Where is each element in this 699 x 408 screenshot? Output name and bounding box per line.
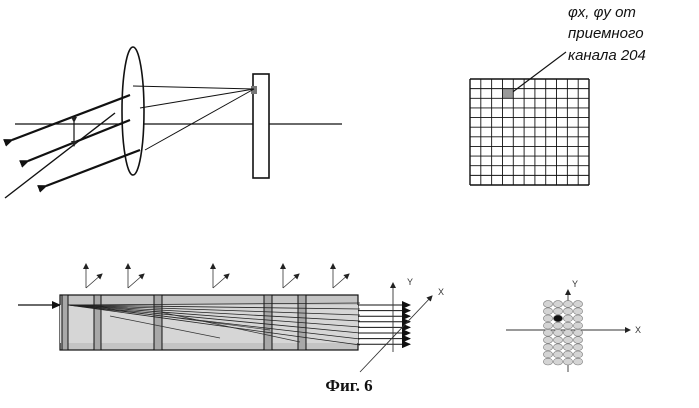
- figure-caption: Фиг. 6: [325, 376, 372, 395]
- block-divider: [94, 295, 101, 350]
- matrix-spot: [573, 308, 582, 315]
- incoming-ray-arrow: [12, 95, 130, 140]
- matrix-spot: [543, 351, 552, 358]
- matrix-axis-y-label: Y: [572, 279, 578, 289]
- matrix-spot: [553, 337, 562, 344]
- matrix-spot: [543, 301, 552, 308]
- matrix-spot: [553, 358, 562, 365]
- matrix-spot: [553, 322, 562, 329]
- matrix-spot: [553, 329, 562, 336]
- matrix-spot: [573, 344, 582, 351]
- matrix-spot: [543, 315, 552, 322]
- axis-x-label: X: [438, 287, 444, 297]
- matrix-spot: [573, 322, 582, 329]
- matrix-spot: [573, 315, 582, 322]
- block-divider: [154, 295, 162, 350]
- matrix-spot: [573, 301, 582, 308]
- matrix-spot: [553, 351, 562, 358]
- matrix-spot: [553, 301, 562, 308]
- mini-axis-diag-arrow: [213, 274, 229, 288]
- matrix-spot: [563, 358, 572, 365]
- mini-axis-diag-arrow: [333, 274, 349, 288]
- mini-axis-diag-arrow: [86, 274, 102, 288]
- spot-matrix: [543, 301, 582, 365]
- matrix-spot-active: [553, 315, 562, 322]
- matrix-spot: [573, 358, 582, 365]
- label-leader-line: [510, 52, 566, 94]
- matrix-spot: [563, 301, 572, 308]
- matrix-spot: [543, 329, 552, 336]
- receiver-grid-group: φx, φy от приемного канала 204: [470, 4, 646, 185]
- matrix-spot: [563, 315, 572, 322]
- ray-converge: [133, 86, 254, 89]
- grid-highlight-cell: [502, 89, 513, 99]
- matrix-spot: [553, 308, 562, 315]
- matrix-spot: [573, 329, 582, 336]
- matrix-spot: [543, 358, 552, 365]
- matrix-spot: [573, 337, 582, 344]
- matrix-spot: [563, 344, 572, 351]
- matrix-spot: [573, 351, 582, 358]
- matrix-spot: [563, 322, 572, 329]
- matrix-spot: [553, 344, 562, 351]
- receiver-grid: [470, 79, 589, 185]
- matrix-spot: [543, 308, 552, 315]
- lens-optical-scheme: [5, 47, 342, 198]
- angle-label-line2: приемного: [568, 25, 644, 42]
- axis-y-label: Y: [407, 277, 413, 287]
- output-arrows: [358, 305, 410, 344]
- mini-axis-diag-arrow: [128, 274, 144, 288]
- mini-axis-diag-arrow: [283, 274, 299, 288]
- incoming-ray: [5, 113, 115, 198]
- matrix-spot: [543, 337, 552, 344]
- channel-block-scheme: Y X: [18, 264, 444, 372]
- spot-matrix-scheme: Y X: [506, 279, 641, 372]
- matrix-spot: [563, 308, 572, 315]
- matrix-spot: [543, 322, 552, 329]
- matrix-spot: [563, 329, 572, 336]
- angle-label: φx, φy от: [568, 4, 636, 21]
- matrix-spot: [563, 351, 572, 358]
- matrix-spot: [543, 344, 552, 351]
- block-divider: [62, 295, 68, 350]
- matrix-spot: [563, 337, 572, 344]
- mini-axis-markers: [86, 264, 349, 288]
- axis-x-line: [360, 296, 432, 372]
- matrix-axis-x-label: X: [635, 325, 641, 335]
- angle-label-line3: канала 204: [568, 47, 646, 64]
